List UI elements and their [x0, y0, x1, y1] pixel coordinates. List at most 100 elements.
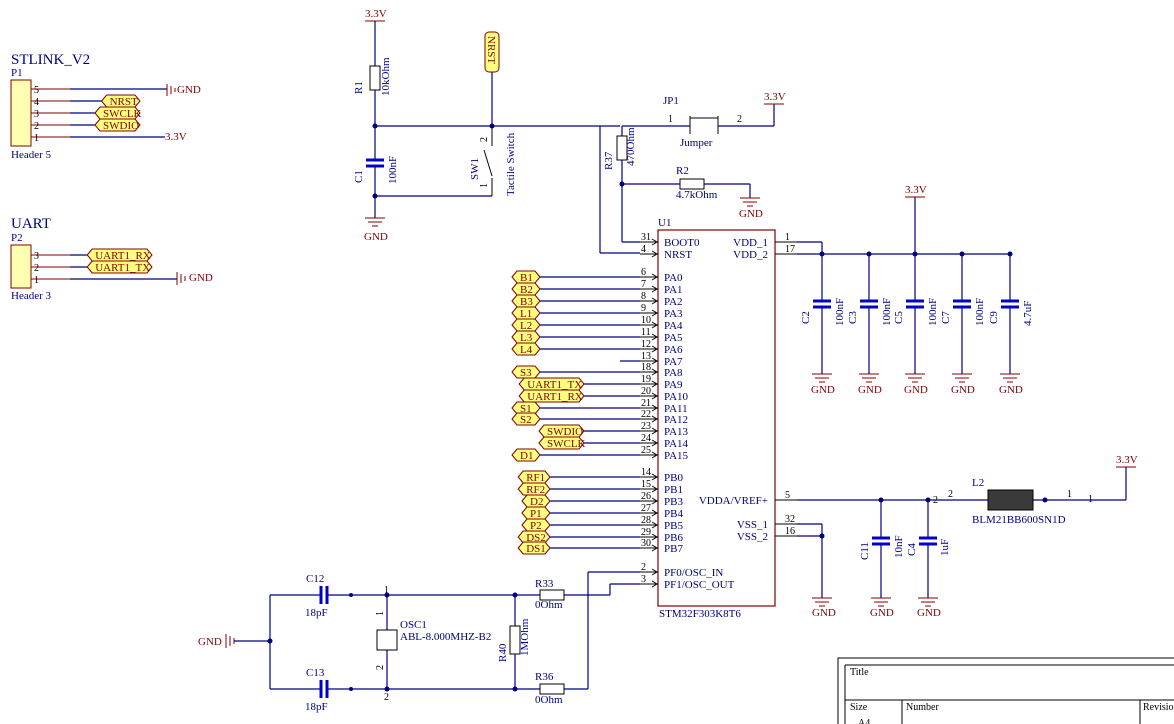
- c4-gnd-label: GND: [917, 607, 941, 619]
- reset-circuit[interactable]: 3.3V R1 10kOhm C1 100nF GND NRST 2 1 SW1…: [353, 8, 640, 254]
- port-rf1-label: RF1: [526, 472, 545, 484]
- r1-value: 10kOhm: [380, 57, 392, 96]
- c13-designator: C13: [306, 667, 325, 679]
- u1-pin-num-pb1: 15: [641, 479, 651, 490]
- u1-pin-name-pf1oscout: PF1/OSC_OUT: [664, 579, 735, 591]
- r1-designator: R1: [353, 81, 365, 94]
- r2-designator: R2: [676, 165, 689, 177]
- port-swclk: [538, 436, 585, 450]
- p1-body: [10, 79, 32, 147]
- r37-designator: R37: [603, 151, 615, 170]
- u1-pin-name-pa7: PA7: [664, 356, 683, 368]
- sw1-lever[interactable]: [483, 149, 493, 177]
- titleblock-size: Size: [850, 702, 868, 713]
- u1-pin-num-pa15: 25: [641, 445, 651, 456]
- p2-port-uart1_rx-label: UART1_RX: [95, 250, 151, 262]
- u1-pin-num-pb3: 26: [641, 491, 651, 502]
- u1-rpin-num-vss1: 32: [785, 514, 795, 525]
- l2-ferrite[interactable]: [987, 489, 1034, 511]
- reset-vcc-label: 3.3V: [365, 8, 387, 20]
- r2-resistor[interactable]: [679, 178, 705, 190]
- port-p2-label: P2: [530, 520, 542, 532]
- u1-pin-num-pb6: 29: [641, 527, 651, 538]
- p2-body: [10, 244, 32, 289]
- analog-vcc-label: 3.3V: [1116, 454, 1138, 466]
- port-b3-label: B3: [520, 296, 533, 308]
- l2-value: BLM21BB600SN1D: [972, 514, 1066, 526]
- p2-port-uart1_tx-label: UART1_TX: [95, 262, 150, 274]
- osc1-pin2: 2: [375, 665, 386, 670]
- u1-pin-num-pa8: 18: [641, 362, 651, 373]
- dec-cap-value: 100nF: [881, 298, 893, 326]
- port-d2-label: D2: [530, 496, 543, 508]
- u1-pin-num-pa14: 24: [641, 433, 651, 444]
- u1-body: [657, 229, 776, 607]
- port-l3-label: L3: [520, 332, 533, 344]
- u1-pin-num-pf1oscout: 3: [641, 574, 646, 585]
- u1-pin-num-pa4: 10: [641, 315, 651, 326]
- u1-pin-name-pa6: PA6: [664, 344, 683, 356]
- u1-pin-name-pa12: PA12: [664, 414, 688, 426]
- dec-cap-value: 100nF: [834, 298, 846, 326]
- uart-title: UART: [11, 216, 51, 232]
- c4-designator: C4: [906, 543, 918, 556]
- port-swclk-label: SWCLK: [547, 438, 586, 450]
- osc1-pin1: 1: [384, 585, 389, 596]
- u1-pin-name-pb0: PB0: [664, 472, 683, 484]
- r36-resistor[interactable]: [539, 683, 565, 695]
- u1-pin-num-pa2: 8: [641, 291, 646, 302]
- u1-pin-name-pa8: PA8: [664, 367, 683, 379]
- u1-rpin-name-vss2: VSS_2: [737, 531, 768, 543]
- p1-port-swdio: [94, 118, 141, 132]
- jp1-pin1: 1: [668, 114, 673, 125]
- u1-pin-num-pb0: 14: [641, 467, 651, 478]
- port-l1-label: L1: [520, 308, 532, 320]
- u1-pin-name-pa3: PA3: [664, 308, 683, 320]
- l2-pin2: 2: [948, 489, 953, 500]
- p1-pin-num: 2: [34, 121, 39, 132]
- analog-supply[interactable]: GND GND C11 10nF GND C4 1uF L2 2 BLM21BB…: [797, 454, 1138, 619]
- u1-pin-name-pb5: PB5: [664, 520, 683, 532]
- p1-port-swdio-label: SWDIO: [103, 120, 139, 132]
- c11-gnd-label: GND: [870, 607, 894, 619]
- port-p1-label: P1: [530, 508, 542, 520]
- r1-resistor[interactable]: [369, 65, 381, 91]
- osc1-pin1b: 1: [375, 611, 386, 616]
- c11-designator: C11: [859, 542, 871, 560]
- u1-pin-num-pb7: 30: [641, 538, 651, 549]
- titleblock-revision: Revisio: [1143, 702, 1174, 713]
- jp1-value: Jumper: [680, 137, 713, 149]
- p1-pin-num: 5: [34, 85, 39, 96]
- port-s3-label: S3: [520, 367, 532, 379]
- u1-pin-name-pa2: PA2: [664, 296, 683, 308]
- r40-value: 1MOhm: [519, 618, 531, 656]
- u1-pin-num-boot0: 31: [641, 232, 651, 243]
- u1-rpin-name-vss1: VSS_1: [737, 519, 768, 531]
- l2-pin1: 1: [1067, 489, 1072, 500]
- u1-part: STM32F303K8T6: [659, 608, 741, 620]
- osc1-crystal[interactable]: [376, 629, 398, 651]
- u1-rpin-num-vdd2: 17: [785, 244, 795, 255]
- u1-pin-num-pa10: 20: [641, 386, 651, 397]
- port-s1-label: S1: [520, 403, 532, 415]
- sw1-designator: SW1: [469, 158, 481, 180]
- port-s3: [511, 365, 541, 379]
- u1-pin-num-pa11: 21: [641, 398, 651, 409]
- dec-cap-designator: C3: [847, 311, 859, 324]
- u1-pin-num-pa0: 6: [641, 267, 646, 278]
- p2-pin-num: 1: [34, 275, 39, 286]
- u1-pin-name-pa5: PA5: [664, 332, 683, 344]
- boot-circuit[interactable]: JP1 1 2 Jumper 3.3V R37 470Ohm R2 4.7kOh…: [603, 91, 786, 243]
- p2-footprint: Header 3: [11, 290, 52, 302]
- l2-pin2b: 2: [933, 495, 938, 506]
- jp1-designator: JP1: [663, 95, 679, 107]
- oscillator-circuit[interactable]: GND C12 18pF C13 18pF 1 1 2 2 OSC1: [198, 571, 640, 713]
- port-uart1_rx-label: UART1_RX: [527, 391, 583, 403]
- u1-designator: U1: [658, 217, 671, 229]
- p1-pin-num: 3: [34, 109, 39, 120]
- dec-vcc-label: 3.3V: [905, 184, 927, 196]
